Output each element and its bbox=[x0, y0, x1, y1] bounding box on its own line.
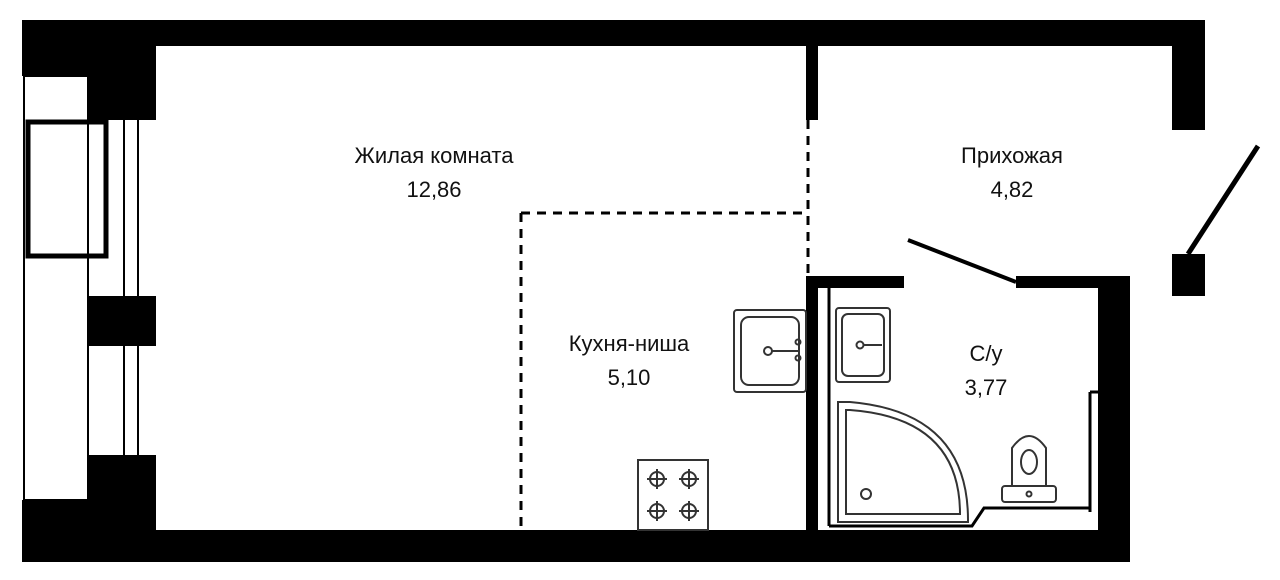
left-pier-mid bbox=[88, 296, 156, 346]
balcony-box bbox=[25, 119, 109, 259]
living-room-area: 12,86 bbox=[406, 177, 461, 202]
bathroom-right-wall bbox=[1098, 286, 1130, 562]
right-wall-lower bbox=[1172, 254, 1205, 296]
toilet-icon bbox=[1001, 435, 1057, 503]
bathroom-sink-icon bbox=[835, 307, 891, 383]
living-room-name: Жилая комната bbox=[355, 143, 515, 168]
kitchen-area: 5,10 bbox=[608, 365, 651, 390]
entrance-door bbox=[1185, 144, 1261, 256]
hall-name: Прихожая bbox=[961, 143, 1063, 168]
bottom-wall bbox=[22, 530, 1130, 562]
interior-walls bbox=[806, 40, 1130, 530]
left-pier-top-inner bbox=[88, 20, 156, 120]
partition-bathroom-top-left bbox=[806, 276, 904, 288]
partition-bathroom-left bbox=[806, 276, 818, 530]
bathroom-floor-step bbox=[829, 506, 1090, 528]
top-wall bbox=[22, 20, 1205, 46]
bathroom-name: С/у bbox=[970, 341, 1003, 366]
zone-lines bbox=[519, 120, 810, 530]
kitchen-sink-icon bbox=[733, 309, 807, 393]
bathroom-area: 3,77 bbox=[965, 375, 1008, 400]
kitchen-name: Кухня-ниша bbox=[569, 331, 690, 356]
hall-area: 4,82 bbox=[991, 177, 1034, 202]
bathroom-door bbox=[907, 238, 1017, 284]
partition-bathroom-top-right bbox=[1016, 276, 1130, 288]
shower-icon bbox=[837, 401, 969, 523]
window-left bbox=[23, 75, 139, 501]
outer-walls bbox=[22, 20, 1205, 562]
right-wall-upper bbox=[1172, 20, 1205, 130]
bathroom-inner-walls bbox=[827, 288, 1098, 526]
stove-icon bbox=[637, 459, 709, 531]
left-pier-bottom-outer bbox=[22, 500, 156, 562]
partition-hall-upper bbox=[806, 40, 818, 120]
